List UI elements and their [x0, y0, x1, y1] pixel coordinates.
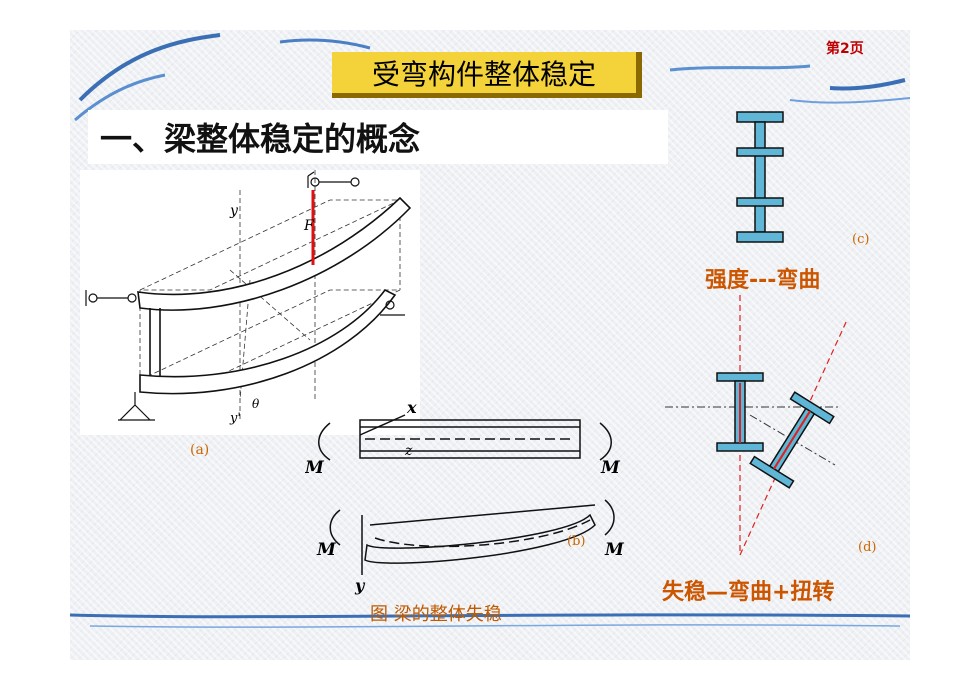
- figure-b-moment-diagram: x z M M M M y (b): [305, 398, 625, 595]
- moment-left-label-2: M: [316, 540, 337, 560]
- figure-a-beam-diagram: y F y' θ: [80, 170, 420, 435]
- moment-left-label: M: [305, 458, 325, 478]
- axis-y-label-b: y: [354, 576, 366, 595]
- axis-z-label: z: [404, 443, 413, 459]
- force-label: F: [303, 218, 315, 234]
- moment-right-label: M: [600, 458, 621, 478]
- figure-caption: 图 梁的整体失稳: [370, 604, 502, 625]
- strength-caption: 强度---弯曲: [705, 268, 821, 293]
- figure-c-label: (c): [852, 232, 870, 247]
- figure-b-label: (b): [567, 534, 585, 549]
- buckling-caption: 失稳—弯曲+扭转: [662, 580, 835, 605]
- section-heading: 一、梁整体稳定的概念: [88, 110, 668, 164]
- moment-right-label-2: M: [604, 540, 625, 560]
- figure-d-buckled-section: [665, 295, 848, 556]
- figure-a-label: (a): [190, 442, 210, 458]
- figure-c-i-section: [736, 111, 784, 243]
- figure-d-label: (d): [858, 540, 877, 555]
- slide-title: 受弯构件整体稳定: [332, 52, 642, 98]
- page-number: 第2页: [826, 41, 864, 57]
- decorative-strokes: [70, 33, 910, 628]
- axis-y-label: y: [229, 203, 239, 219]
- axis-x-label: x: [406, 398, 417, 417]
- axis-y-prime-label: y': [229, 411, 241, 426]
- theta-label: θ: [252, 397, 260, 411]
